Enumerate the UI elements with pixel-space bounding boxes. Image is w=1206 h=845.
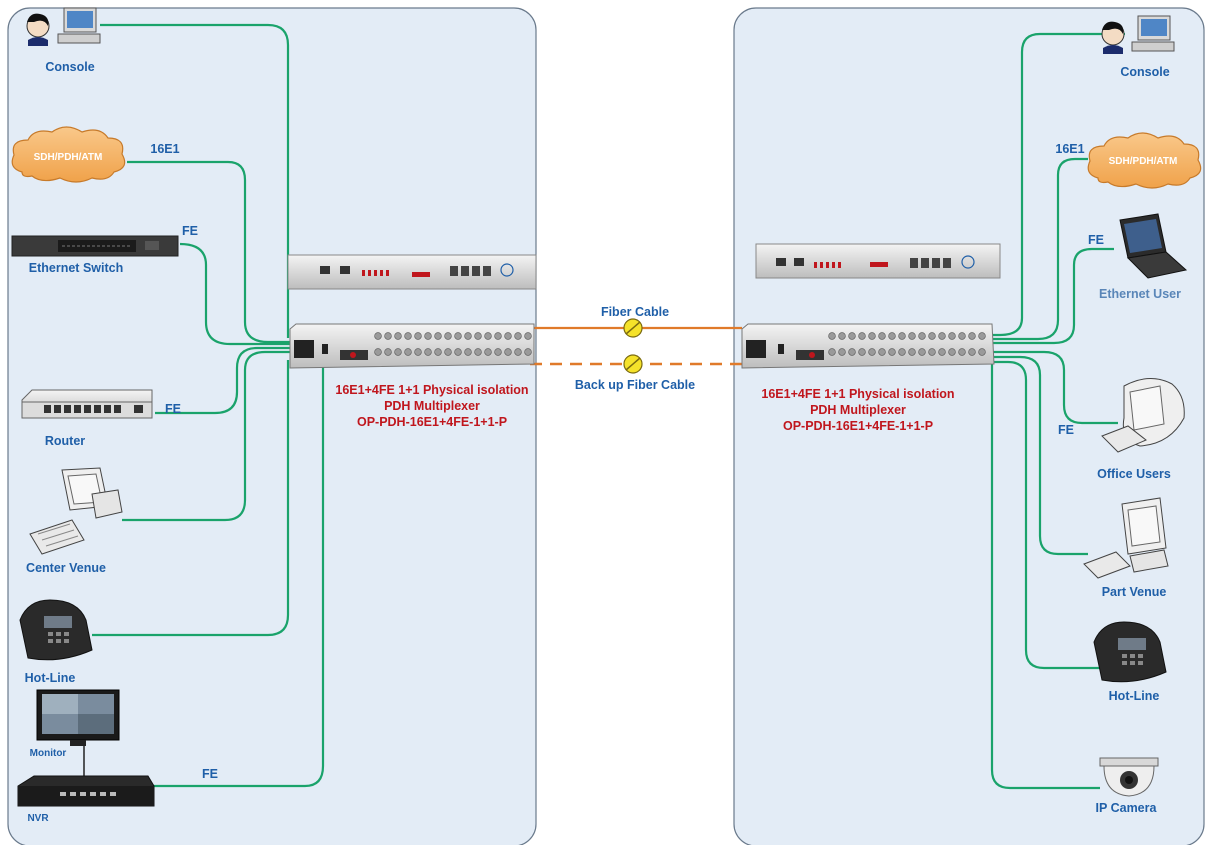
right-mux-caption-line-2: PDH Multiplexer [810, 403, 906, 417]
right-cloud-label: SDH/PDH/ATM [1109, 156, 1178, 167]
backup-fiber-cable-label: Back up Fiber Cable [575, 378, 695, 392]
left-nvr-label: NVR [27, 813, 49, 824]
right-site-panel [733, 7, 1205, 845]
right-multiplexer-rear-panel-icon [741, 323, 995, 369]
left-mux-caption-line-1: 16E1+4FE 1+1 Physical isolation [335, 383, 528, 397]
left-monitor-label: Monitor [30, 748, 67, 759]
right-fe-office-link-label: FE [1058, 423, 1074, 437]
left-e1-link-label: 16E1 [150, 142, 179, 156]
left-mux-caption-line-2: PDH Multiplexer [384, 399, 480, 413]
left-fe-nvr-link-label: FE [202, 767, 218, 781]
right-ethernet-user-laptop-icon [1119, 213, 1188, 279]
right-ethernet-user-label: Ethernet User [1099, 287, 1181, 301]
left-ethernet-switch-icon [11, 235, 179, 257]
right-links [990, 32, 1125, 790]
left-nvr-icon [17, 775, 155, 807]
left-switch-label: Ethernet Switch [29, 261, 123, 275]
left-console-icon [26, 7, 101, 46]
left-console-label: Console [45, 60, 94, 74]
right-office-users-label: Office Users [1097, 467, 1171, 481]
right-cloud-icon [1087, 132, 1202, 189]
left-router-icon [21, 389, 153, 419]
right-console-label: Console [1120, 65, 1169, 79]
right-mux-caption-line-1: 16E1+4FE 1+1 Physical isolation [761, 387, 954, 401]
left-hotline-phone-icon [19, 599, 93, 661]
fiber-links [530, 318, 742, 374]
right-e1-link-label: 16E1 [1055, 142, 1084, 156]
fiber-cable-label: Fiber Cable [601, 305, 669, 319]
right-hotline-phone-icon [1093, 621, 1167, 683]
backup-fiber-connector-icon [623, 354, 643, 374]
right-console-icon [1101, 15, 1175, 54]
right-hotline-label: Hot-Line [1109, 689, 1160, 703]
left-hotline-label: Hot-Line [25, 671, 76, 685]
left-multiplexer-rear-panel-icon [289, 323, 535, 369]
right-office-users-computer-icon [1101, 378, 1185, 453]
left-cloud-icon [11, 126, 126, 183]
right-mux-caption-line-3: OP-PDH-16E1+4FE-1+1-P [783, 419, 933, 433]
left-fe-switch-link-label: FE [182, 224, 198, 238]
right-fe-eth-link-label: FE [1088, 233, 1104, 247]
left-monitor-icon [36, 689, 120, 746]
left-cloud-label: SDH/PDH/ATM [34, 152, 103, 163]
left-center-venue-computer-icon [29, 467, 123, 555]
left-multiplexer-front-panel-icon [287, 254, 537, 290]
left-mux-caption-line-3: OP-PDH-16E1+4FE-1+1-P [357, 415, 507, 429]
right-ip-camera-label: IP Camera [1096, 801, 1158, 815]
right-part-venue-label: Part Venue [1102, 585, 1167, 599]
left-fe-router-link-label: FE [165, 402, 181, 416]
right-part-venue-computer-icon [1083, 497, 1169, 579]
left-router-label: Router [45, 434, 85, 448]
left-links [92, 23, 325, 788]
right-multiplexer-front-panel-icon [755, 243, 1001, 279]
right-ip-camera-icon [1099, 757, 1159, 797]
fiber-connector-icon [623, 318, 643, 338]
left-center-venue-label: Center Venue [26, 561, 106, 575]
